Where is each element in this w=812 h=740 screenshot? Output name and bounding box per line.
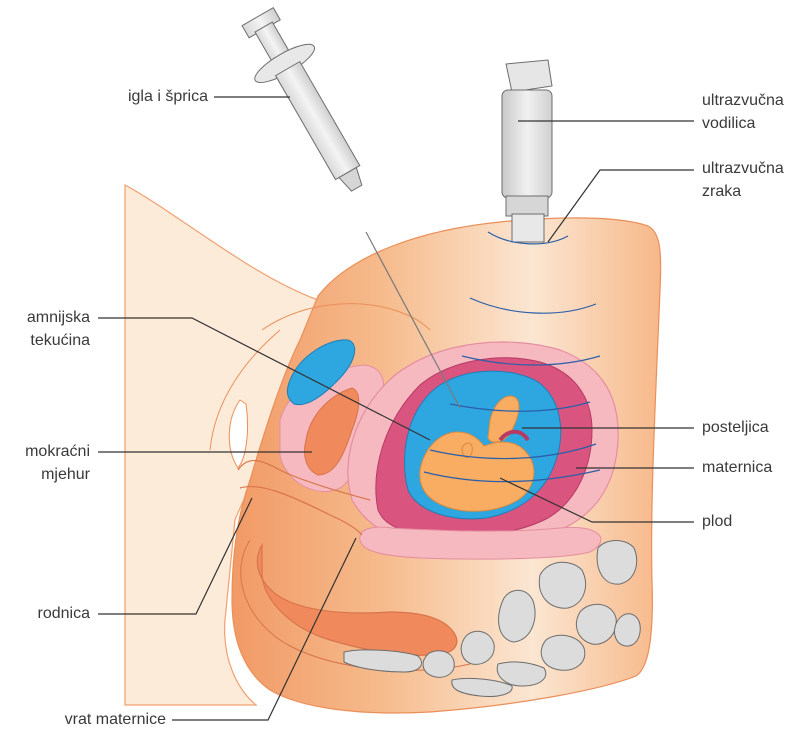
label-vagina: rodnica xyxy=(0,603,90,625)
bone-7 xyxy=(541,635,585,670)
label-cervix: vrat maternice xyxy=(0,709,166,731)
ultrasound-probe xyxy=(502,60,552,242)
bone-1 xyxy=(539,562,585,608)
fetus-arm xyxy=(462,443,472,458)
label-syringe: igla i šprica xyxy=(80,86,208,108)
bone-8 xyxy=(423,651,454,678)
label-uterus: maternica xyxy=(702,457,772,479)
bone-6 xyxy=(461,631,494,664)
label-bladder-line1: mokraćni xyxy=(0,441,90,463)
syringe xyxy=(228,0,386,205)
label-fluid-line1: amnijska xyxy=(0,307,90,329)
label-beam-line1: ultrazvučna xyxy=(702,158,784,180)
label-probe-line1: ultrazvučna xyxy=(702,90,784,112)
label-bladder-line2: mjehur xyxy=(0,464,90,486)
label-probe-line2: vodilica xyxy=(702,113,755,135)
label-placenta: posteljica xyxy=(702,417,769,439)
label-fluid-line2: tekućina xyxy=(0,330,90,352)
bone-2 xyxy=(597,541,637,585)
label-fetus: plod xyxy=(702,511,732,533)
label-beam-line2: zraka xyxy=(702,181,741,203)
cervix xyxy=(360,527,601,559)
